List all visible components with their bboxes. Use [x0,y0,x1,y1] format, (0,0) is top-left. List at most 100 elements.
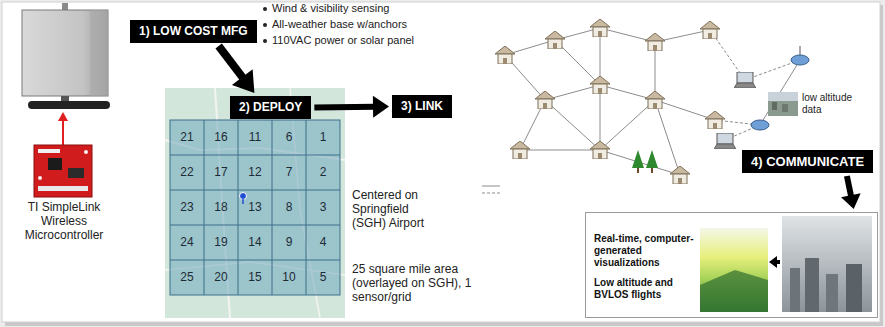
arrow-shaft [847,176,851,197]
feature-bullet: 110VAC power or solar panel [262,34,414,47]
area-map-part-part [170,260,340,261]
aerial-photo [768,92,798,116]
grid-number: 21 [170,130,204,144]
mesh-network-part [705,111,725,129]
panel-text: Real-time, computer-generated visualizat… [594,233,696,269]
microcontroller-board-part [68,168,84,178]
grid-number: 11 [238,130,272,144]
mesh-network-part [545,31,565,49]
map-note: 25 square mile area (overlayed on SGH), … [352,262,472,304]
mesh-network-part [734,72,756,88]
step-label: 4) COMMUNICATE [742,150,873,173]
grid-number: 20 [204,270,238,284]
mesh-network-part [800,46,801,55]
grid-number: 25 [170,270,204,284]
part-caption: TI SimpleLink Wireless Microcontroller [12,200,116,242]
mesh-network-part [590,19,610,37]
grid-number: 16 [204,130,238,144]
visualization-images-part [700,228,768,312]
grid-number: 24 [170,235,204,249]
microcontroller-board-part [58,112,68,121]
microcontroller-board-part [62,120,64,145]
mesh-network-part [590,141,610,159]
arrow-shaft [219,46,244,79]
page-frame-part [2,2,880,322]
grid-number: 13 [238,200,272,214]
mesh-network-part [495,46,515,64]
sensor-device-part [61,96,69,101]
mesh-network-part-part [482,193,500,194]
step-label: 1) LOW COST MFG [130,20,257,43]
area-map [165,88,345,318]
area-map-part [170,120,340,295]
mesh-network-part [791,55,809,65]
arrow-head [841,193,861,209]
mesh-network-part [751,120,769,130]
step-label: 2) DEPLOY [230,96,311,119]
microcontroller-board-part [48,158,62,170]
mesh-network-part [535,91,555,109]
microcontroller-board-part [34,145,92,197]
area-map-part-part [170,190,340,191]
step-text: 4) COMMUNICATE [751,154,864,169]
mesh-network-part-part [760,60,800,125]
area-map-part [240,193,247,200]
mesh-network-part [632,150,658,173]
grid-number: 1 [306,130,340,144]
area-map-part-part [170,225,340,226]
grid-number: 2 [306,165,340,179]
grid-number: 6 [272,130,306,144]
flow-arrow [841,176,861,209]
area-map-part [170,120,340,295]
grid-number: 8 [272,200,306,214]
mesh-network-part [645,91,665,109]
area-map-part-part [238,120,239,295]
mesh-network-part-part [651,168,653,173]
sensor-device-part [28,101,110,109]
mesh-network-part-part [600,100,655,150]
mesh-network-part-part [600,85,601,150]
grid-number: 19 [204,235,238,249]
mesh-network-part-part [637,168,639,173]
microcontroller-board-part [38,186,88,191]
area-map-part-part [170,120,340,295]
step-label: 3) LINK [392,95,452,118]
grid-number: 10 [272,270,306,284]
area-map-part [165,88,345,318]
visualization-images-part [826,274,838,312]
feature-bullet: Wind & visibility sensing [262,2,389,15]
grid-number: 17 [204,165,238,179]
area-map-part [242,199,244,204]
visualization-images-part [700,270,768,312]
flow-arrow [314,96,389,118]
area-map-part-part [306,120,307,295]
step-text: 3) LINK [401,99,443,114]
mesh-network-part [714,133,736,149]
mesh-network-part-part [545,100,600,150]
photo-caption: low altitude data [802,92,864,116]
aerial-photo-part [768,92,798,116]
grid-number: 4 [306,235,340,249]
panel-text: Low altitude and BVLOS flights [594,277,696,301]
grid-number: 5 [306,270,340,284]
visualization-images [700,216,872,312]
sensor-device-part [90,10,108,96]
grid-number: 3 [306,200,340,214]
grid-number: 18 [204,200,238,214]
grid-number: 22 [170,165,204,179]
flow-arrow [219,46,255,93]
visualization-images-part [805,258,819,312]
map-note: Centered on Springfield (SGH) Airport [352,188,444,230]
mesh-network-part-part [520,150,600,151]
grid-number: 14 [238,235,272,249]
mesh-network-part-part [632,150,644,168]
grid-number: 9 [272,235,306,249]
arrow-head [373,96,389,118]
mesh-network-part-part [655,100,715,120]
feature-bullet: All-weather base w/anchors [262,18,407,31]
area-map-part-part [170,155,340,156]
microcontroller-board-part [84,150,88,154]
grid-number: 12 [238,165,272,179]
mesh-network-part-part [646,150,658,168]
